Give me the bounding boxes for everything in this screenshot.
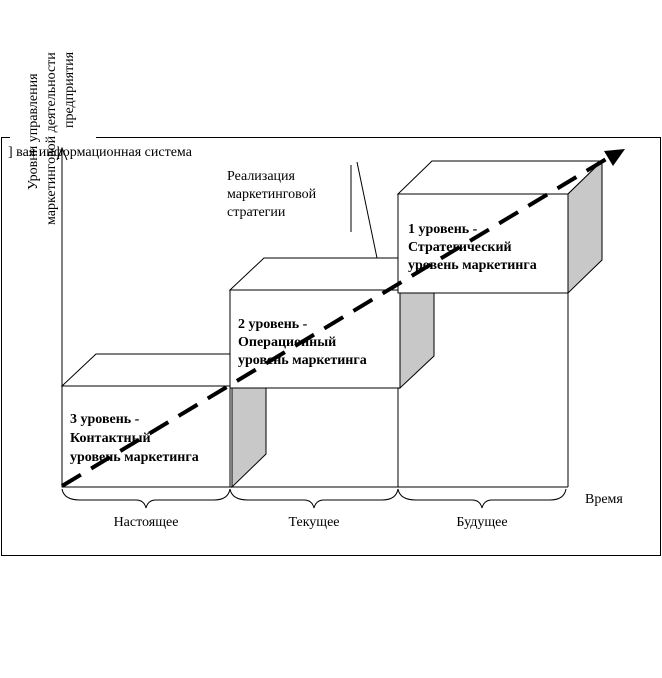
box-1-front [397,193,569,294]
y-axis-label-line-1: Уровни управления [26,73,41,190]
trend-arrow-head [604,149,625,166]
brace-present [61,488,231,509]
level-1-name: Стратегический [408,240,512,255]
label-mask [10,128,96,156]
outer-frame [1,137,661,556]
box-3-front [61,385,233,488]
strategy-callout-line [356,161,378,259]
level-1-title: 1 уровень - [408,222,478,237]
level-2-name: Операционный [238,335,337,350]
box-2-front [229,289,401,389]
brace-current [229,488,399,509]
period-future: Будущее [456,515,508,530]
level-1-desc: уровень маркетинга [408,258,537,273]
level-3-name: Контактный [70,431,151,446]
brace-future [397,488,567,509]
period-current: Текущее [288,515,340,530]
strategy-label-line-3: стратегии [227,205,286,220]
box-1-top [396,160,604,195]
level-2-title: 2 уровень - [238,317,308,332]
strategy-label-line-2: маркетинговой [227,187,317,202]
period-present: Настоящее [113,515,179,530]
y-axis-arrowhead [56,146,68,161]
level-2-desc: уровень маркетинга [238,353,367,368]
level-3-title: 3 уровень - [70,412,140,427]
trend-arrow-line [60,156,610,488]
y-axis-label-line-3: предприятия [62,51,77,128]
level-3-desc: уровень маркетинга [70,450,199,465]
strategy-label-line-1: Реализация [227,169,295,184]
x-axis-label: Время [585,492,623,507]
y-axis-label-line-2: маркетинговой деятельности [44,52,59,225]
system-label: ] вая информационная система [8,145,192,160]
